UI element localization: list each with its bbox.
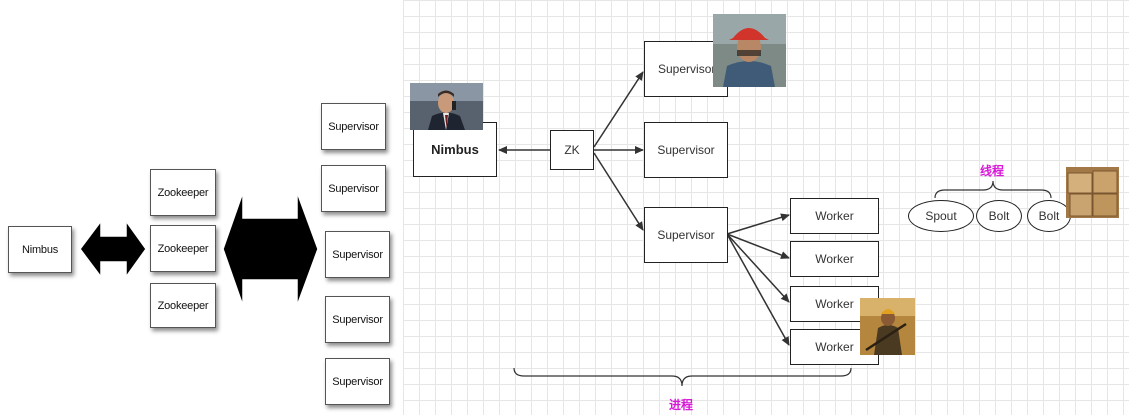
worker-node: Worker <box>790 241 879 277</box>
cluster-architecture-diagram: Nimbus Zookeeper Zookeeper Zookeeper Sup… <box>0 0 403 415</box>
supervisor-label: Supervisor <box>332 313 383 326</box>
worker-node-label: Worker <box>815 252 854 266</box>
process-brace <box>513 367 852 387</box>
laborer-photo <box>860 298 915 355</box>
bolt-node-label: Bolt <box>1038 209 1060 223</box>
supervisor-box: Supervisor <box>321 103 386 150</box>
zk-node: ZK <box>550 130 594 170</box>
businessman-photo <box>410 83 483 130</box>
arrow-supervisor-to-worker <box>726 213 790 235</box>
zookeeper-box: Zookeeper <box>150 169 216 216</box>
supervisor-box: Supervisor <box>321 165 386 212</box>
worker-node-label: Worker <box>815 209 854 223</box>
worker-node: Worker <box>790 198 879 234</box>
arrow-zk-to-supervisor <box>593 152 644 231</box>
supervisor-node-label: Supervisor <box>657 143 715 157</box>
arrow-supervisor-to-worker <box>726 233 790 259</box>
thread-brace <box>934 180 1052 199</box>
supervisor-label: Supervisor <box>328 182 379 195</box>
nimbus-node: Nimbus <box>413 122 497 177</box>
nimbus-box: Nimbus <box>8 226 72 273</box>
supervisor-node-label: Supervisor <box>657 228 715 242</box>
supervisor-box: Supervisor <box>325 296 390 343</box>
arrow-zk-to-supervisor <box>593 71 644 148</box>
bolt-node: Bolt <box>1027 200 1071 232</box>
double-arrow-zookeeper-supervisors <box>222 191 319 307</box>
worker-node-label: Worker <box>815 297 854 311</box>
zookeeper-label: Zookeeper <box>157 242 209 255</box>
spout-node-label: Spout <box>925 209 957 223</box>
supervisor-node: Supervisor <box>644 207 728 263</box>
supervisor-box: Supervisor <box>325 358 390 405</box>
zk-node-label: ZK <box>564 143 580 157</box>
process-annotation: 进程 <box>669 398 694 412</box>
arrow-supervisor-to-worker <box>726 233 790 346</box>
supervisor-label: Supervisor <box>332 375 383 388</box>
worker-node-label: Worker <box>815 340 854 354</box>
supervisor-label: Supervisor <box>328 120 379 133</box>
arrow-supervisor-to-worker <box>726 233 790 303</box>
zookeeper-box: Zookeeper <box>150 225 216 272</box>
supervisor-label: Supervisor <box>332 248 383 261</box>
zookeeper-label: Zookeeper <box>157 186 209 199</box>
supervisor-node-label: Supervisor <box>658 62 716 76</box>
supervisor-node: Supervisor <box>644 122 728 178</box>
topology-connectors <box>498 71 1052 387</box>
thread-annotation: 线程 <box>980 164 1005 178</box>
supervisor-box: Supervisor <box>325 231 390 278</box>
construction-worker-photo <box>713 14 786 87</box>
spout-node: Spout <box>908 200 974 232</box>
left-arrows <box>79 191 319 307</box>
supervisor-node: Supervisor <box>644 41 728 97</box>
nimbus-label: Nimbus <box>21 243 59 256</box>
bolt-node-label: Bolt <box>988 209 1010 223</box>
zookeeper-box: Zookeeper <box>150 283 216 328</box>
topology-canvas: Nimbus ZK Supervisor Supervisor <box>403 0 1129 415</box>
boxes-photo <box>1066 167 1119 218</box>
zookeeper-label: Zookeeper <box>157 299 209 312</box>
bolt-node: Bolt <box>976 200 1022 232</box>
nimbus-node-label: Nimbus <box>431 142 479 157</box>
double-arrow-nimbus-zookeeper <box>79 218 147 280</box>
